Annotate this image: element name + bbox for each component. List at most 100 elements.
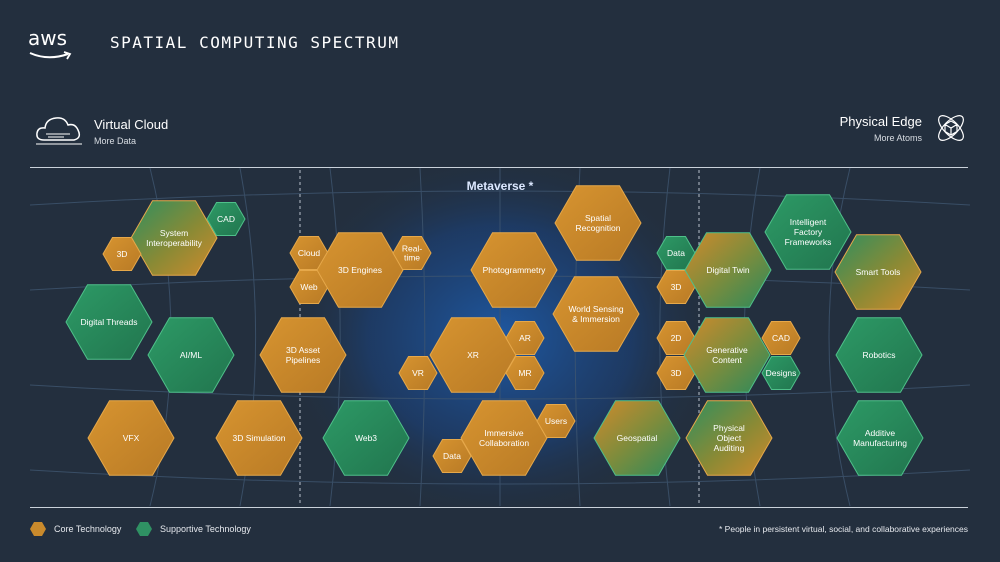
hexagon-shape [761,356,801,390]
hexagon-label: Users [545,416,567,426]
hexagon-label: VR [412,368,424,378]
metaverse-label: Metaverse * [467,179,534,193]
core-legend-swatch [30,522,46,536]
aws-smile-icon [29,51,72,60]
hexagon-shape [685,400,773,476]
hexagon-shape [206,202,246,236]
hexagon-shape [593,400,681,476]
hexagon-label: Object [717,433,742,443]
hexagon-label: MR [518,368,531,378]
hexagon-data: Data [432,439,472,473]
hexagon-real-time: Real-time [392,236,432,270]
hexagon-label: Spatial [585,213,611,223]
hexagon-label: Generative [706,345,748,355]
hexagon-label: Designs [766,368,797,378]
hexagon-users: Users [536,404,576,438]
hexagon-robotics: Robotics [835,317,923,393]
hexagon-label: time [404,253,420,263]
hexagon-label: XR [467,350,479,360]
hexagon-mr: MR [505,356,545,390]
hexagon-label: 3D [671,368,682,378]
hexagon-shape [835,317,923,393]
hexagon-world-sensing-immersion: World Sensing& Immersion [552,276,640,352]
hexagon-label: World Sensing [568,304,623,314]
aws-logo: aws [28,28,78,62]
hexagon-label: Digital Threads [80,317,137,327]
hexagon-shape [429,317,517,393]
hexagon-label: & Immersion [572,314,620,324]
hexagon-3d-engines: 3D Engines [316,232,404,308]
hexagon-label: Recognition [576,223,621,233]
hexagon-cad: CAD [206,202,246,236]
hexagon-label: Smart Tools [856,267,901,277]
hexagon-shape [87,400,175,476]
physical-edge-title: Physical Edge [839,114,922,129]
bottom-divider [30,507,968,508]
hexagon-shape [65,284,153,360]
hexagon-shape [392,236,432,270]
hexagon-label: Physical [713,423,745,433]
footnote: * People in persistent virtual, social, … [719,524,968,534]
hexagon-shape [316,232,404,308]
virtual-cloud-title: Virtual Cloud [94,117,169,132]
supportive-legend-label: Supportive Technology [160,524,251,534]
page-title: SPATIAL COMPUTING SPECTRUM [110,33,400,52]
cloud-icon [36,117,82,145]
hexagon-label: AR [519,333,531,343]
grid-meridian [828,167,851,507]
hexagon-label: AI/ML [180,350,202,360]
hexagon-shape [470,232,558,308]
hexagon-shape [259,317,347,393]
hexagon-label: CAD [217,214,235,224]
hexagon-xr: XR [429,317,517,393]
hexagon-3d-simulation: 3D Simulation [215,400,303,476]
hexagon-label: Additive [865,428,896,438]
hexagon-label: Geospatial [617,433,658,443]
hexagon-label: Intelligent [790,217,827,227]
hexagon-label: Pipelines [286,355,321,365]
virtual-cloud-label: Virtual Cloud More Data [94,117,168,146]
hexagon-shape [554,185,642,261]
hexagon-label: Cloud [298,248,320,258]
hexagon-shape [683,317,771,393]
hexagon-shape [552,276,640,352]
core-legend-label: Core Technology [54,524,122,534]
top-divider [30,167,968,168]
hexagon-shape [322,400,410,476]
hexagon-label: 2D [671,333,682,343]
hexagon-shape [761,321,801,355]
hexagon-label: Photogrammetry [483,265,547,275]
physical-edge-label: Physical Edge More Atoms [840,114,922,143]
hexagon-shape [536,404,576,438]
hexagon-shape [684,232,772,308]
hexagon-shape [834,234,922,310]
hexagon-geospatial: Geospatial [593,400,681,476]
perspective-grid [29,167,971,507]
hexagon-shape [432,439,472,473]
hexagon-label: CAD [772,333,790,343]
hexagon-label: Real- [402,244,422,254]
hexagon-ai-ml: AI/ML [147,317,235,393]
hexagon-label: Digital Twin [706,265,750,275]
aws-logo-text: aws [28,26,68,50]
grid-meridian [329,167,341,507]
hexagon-cad: CAD [761,321,801,355]
hexagon-label: 3D [117,249,128,259]
hexagon-label: Web [300,282,318,292]
hexagon-label: Collaboration [479,438,529,448]
hexagon-label: Frameworks [785,237,832,247]
hexagon-vr: VR [398,356,438,390]
hexagon-shape [460,400,548,476]
virtual-cloud-subtitle: More Data [94,136,137,146]
hexagon-label: 3D Simulation [233,433,286,443]
hexagon-shape [505,321,545,355]
hexagon-shape [836,400,924,476]
